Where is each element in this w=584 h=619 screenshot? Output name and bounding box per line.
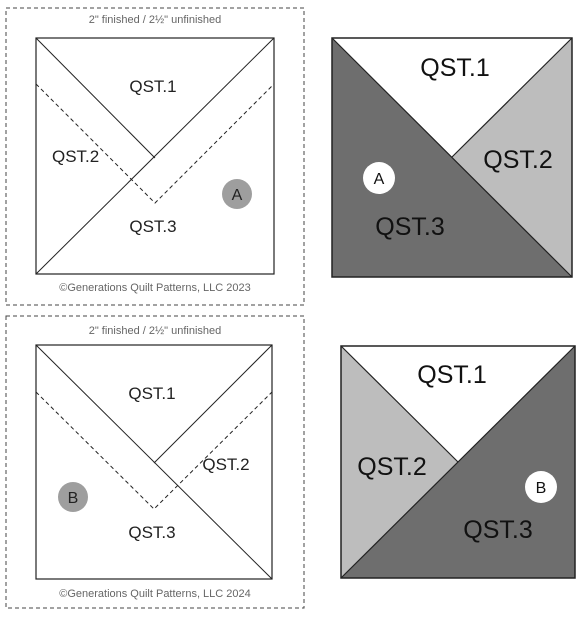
block-a-colored-label-qst3: QST.3 [375,213,444,241]
block-a-pattern: 2" finished / 2½" unfinished QST.1 QST.2… [5,7,305,306]
block-b-colored-outline [340,345,576,579]
block-a-label-qst1: QST.1 [129,77,176,96]
block-a-diagonal-left [35,37,156,159]
block-b-badge [58,482,88,512]
block-a-colored-outline [331,37,573,278]
block-a-colored-label-qst2: QST.2 [483,146,552,174]
block-a-diagonal-right [35,37,275,275]
block-a-caption: 2" finished / 2½" unfinished [89,14,222,26]
block-b-caption: 2" finished / 2½" unfinished [89,325,222,337]
block-b-diagonal-right [153,344,273,464]
block-b-label-qst2: QST.2 [202,455,249,474]
block-a-badge [222,179,252,209]
block-b-colored-badge [525,471,557,503]
block-b-triangle-qst2 [341,346,458,578]
block-a-colored: QST.1 QST.2 QST.3 A [331,37,573,278]
block-a-colored-badge [363,162,395,194]
block-b-colored-label-qst3: QST.3 [463,516,532,544]
block-b-badge-letter: B [68,490,79,507]
block-b-colored-badge-letter: B [536,480,547,497]
block-a-badge-letter: A [232,187,243,204]
block-b-colored: QST.1 QST.2 QST.3 B [340,345,576,579]
block-a-label-qst3: QST.3 [129,217,176,236]
block-b-triangle-qst1 [341,346,575,462]
block-b-colored-label-qst1: QST.1 [417,361,486,389]
block-a-colored-label-qst1: QST.1 [420,54,489,82]
block-a-triangle-qst2 [452,38,572,277]
block-a-dashed-seam [35,83,275,204]
block-b-diagonal-left [35,344,273,580]
block-b-label-qst3: QST.3 [128,523,175,542]
block-b-dashed-seam [35,391,273,510]
block-b-dashed-frame [5,315,305,609]
block-a-copyright: ©Generations Quilt Patterns, LLC 2023 [59,282,251,294]
block-b-colored-seam-2 [340,345,459,463]
block-a-colored-seam-1 [331,37,573,278]
block-a-colored-badge-letter: A [374,171,385,188]
block-a-dashed-frame [5,7,305,306]
block-b-label-qst1: QST.1 [128,384,175,403]
block-a-colored-seam-2 [451,37,573,158]
block-b-pattern: 2" finished / 2½" unfinished QST.1 QST.2… [5,315,305,609]
block-b-copyright: ©Generations Quilt Patterns, LLC 2024 [59,588,251,600]
block-a-label-qst2: QST.2 [52,147,99,166]
block-b-colored-label-qst2: QST.2 [357,453,426,481]
block-a-triangle-qst1 [332,38,572,157]
